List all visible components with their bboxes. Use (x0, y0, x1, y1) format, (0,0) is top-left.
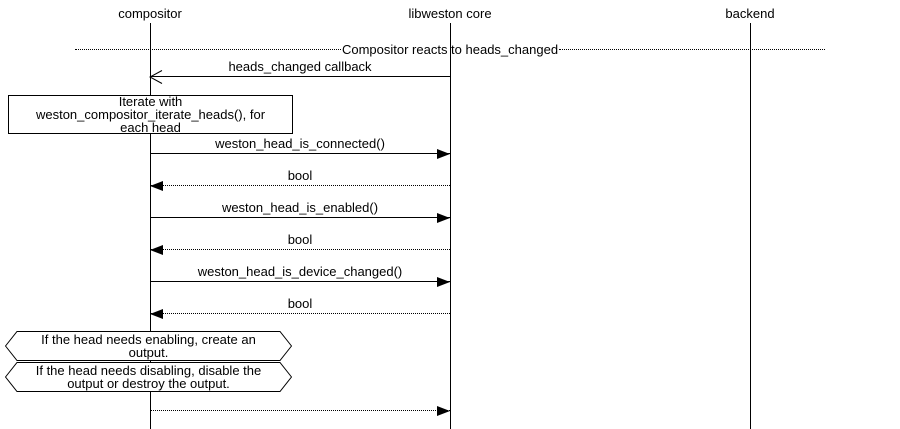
message-label: heads_changed callback (228, 59, 372, 74)
divider-line-left (75, 49, 341, 50)
open-arrowhead-left-icon (149, 70, 163, 84)
condition-label: If the head needs enabling, create an ou… (41, 332, 256, 360)
message-label: weston_head_is_device_changed() (197, 264, 403, 279)
filled-arrowhead-left-icon (150, 245, 163, 255)
hexagon-shape (5, 331, 292, 361)
entity-compositor: compositor (118, 6, 182, 21)
filled-arrowhead-left-icon (150, 181, 163, 191)
lifeline-libweston-core (450, 23, 451, 429)
message-line (149, 70, 450, 84)
condition-disable-output: If the head needs disabling, disable the… (5, 362, 292, 392)
message-line (150, 309, 450, 319)
filled-arrowhead-left-icon (150, 309, 163, 319)
message-weston-head-is-device-changed: weston_head_is_device_changed() (150, 264, 450, 287)
message-line (150, 406, 450, 416)
message-line (150, 181, 450, 191)
message-line (150, 245, 450, 255)
message-label: bool (287, 168, 313, 183)
message-line (150, 149, 450, 159)
filled-arrowhead-right-icon (437, 149, 450, 159)
entity-backend: backend (725, 6, 775, 21)
message-return-bool-enabled: bool (150, 232, 450, 255)
message-label: weston_head_is_connected() (215, 136, 385, 151)
filled-arrowhead-right-icon (437, 406, 450, 416)
lifeline-compositor (150, 23, 151, 429)
condition-enable-output: If the head needs enabling, create an ou… (5, 331, 292, 361)
message-return-bool-connected: bool (150, 168, 450, 191)
condition-label: If the head needs disabling, disable the… (35, 363, 262, 391)
divider-line-right (559, 49, 826, 50)
divider-label: Compositor reacts to heads_changed (341, 42, 559, 57)
message-unlabeled-return (150, 393, 450, 416)
message-weston-head-is-connected: weston_head_is_connected() (150, 136, 450, 159)
lifeline-backend (750, 23, 751, 429)
message-line (150, 277, 450, 287)
note-iterate-heads: Iterate with weston_compositor_iterate_h… (8, 95, 293, 134)
message-label: bool (287, 232, 313, 247)
message-line (150, 213, 450, 223)
message-label: bool (287, 296, 313, 311)
message-return-bool-device-changed: bool (150, 296, 450, 319)
entity-libweston-core: libweston core (408, 6, 492, 21)
message-label: weston_head_is_enabled() (221, 200, 379, 215)
message-heads-changed-callback: heads_changed callback (149, 59, 450, 84)
filled-arrowhead-right-icon (437, 213, 450, 223)
filled-arrowhead-right-icon (437, 277, 450, 287)
message-weston-head-is-enabled: weston_head_is_enabled() (150, 200, 450, 223)
hexagon-shape (5, 362, 292, 392)
message-label (150, 393, 450, 408)
divider-compositor-reacts: Compositor reacts to heads_changed (75, 42, 826, 57)
